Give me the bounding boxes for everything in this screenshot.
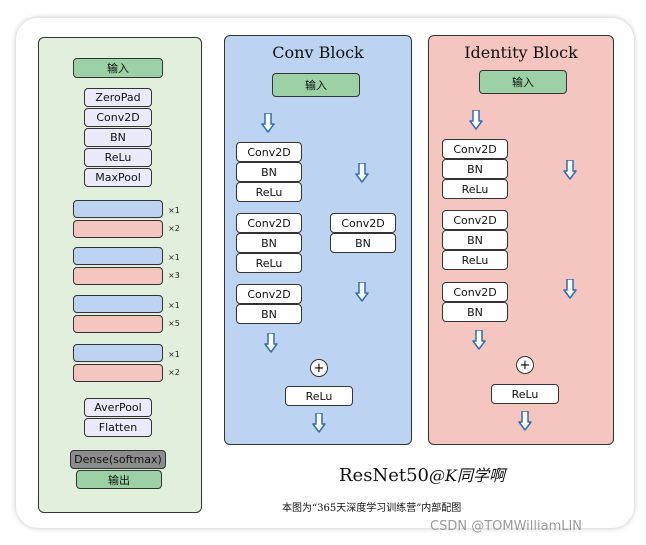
conv-shortcut-conv2d: Conv2D [330, 213, 396, 233]
caption-model-name: ResNet50 [339, 465, 429, 486]
stage4-identity-mult: ×2 [168, 368, 180, 377]
conv-g2-relu: ReLu [236, 253, 302, 273]
down-arrow-icon [355, 282, 369, 302]
caption-title: ResNet50@K同学啊 [339, 462, 505, 486]
id-g2-relu: ReLu [442, 250, 508, 270]
conv-g1-bn: BN [236, 162, 302, 182]
stage3-identity-block [73, 315, 163, 333]
stage4-conv-mult: ×1 [168, 350, 180, 359]
id-g1-conv2d: Conv2D [442, 139, 508, 159]
stage2-identity-block [73, 267, 163, 285]
left-output-box: 输出 [76, 470, 162, 489]
down-arrow-icon [563, 160, 577, 180]
id-g2-bn: BN [442, 230, 508, 250]
bn-box: BN [84, 128, 152, 147]
conv-g2-bn: BN [236, 233, 302, 253]
identity-block-input: 输入 [479, 70, 567, 94]
id-g3-conv2d: Conv2D [442, 282, 508, 302]
identity-block-title: Identity Block [464, 43, 578, 62]
stage1-identity-block [73, 220, 163, 238]
id-g3-bn: BN [442, 302, 508, 322]
conv-g3-conv2d: Conv2D [236, 284, 302, 304]
conv-block-input: 输入 [272, 73, 360, 97]
conv-g1-relu: ReLu [236, 182, 302, 202]
stage2-conv-block [73, 247, 163, 265]
stage1-conv-block [73, 200, 163, 218]
down-arrow-icon [261, 113, 275, 133]
maxpool-box: MaxPool [84, 168, 152, 187]
stage4-identity-block [73, 364, 163, 382]
relu-box: ReLu [84, 148, 152, 167]
down-arrow-icon [355, 163, 369, 183]
stage3-conv-mult: ×1 [168, 301, 180, 310]
conv-shortcut-bn: BN [330, 233, 396, 253]
stage2-conv-mult: ×1 [168, 253, 180, 262]
down-arrow-icon [469, 110, 483, 130]
flatten-box: Flatten [84, 418, 152, 437]
id-g1-bn: BN [442, 159, 508, 179]
watermark: CSDN @TOMWilliamLIN [430, 519, 583, 534]
caption-author: @K同学啊 [428, 466, 505, 485]
conv-add-node: + [310, 359, 328, 377]
down-arrow-icon [264, 333, 278, 353]
averpool-box: AverPool [84, 398, 152, 417]
stage1-conv-mult: ×1 [168, 206, 180, 215]
identity-output-relu: ReLu [491, 384, 559, 404]
stage3-identity-mult: ×5 [168, 319, 180, 328]
left-input-box: 输入 [73, 58, 163, 78]
stage4-conv-block [73, 344, 163, 362]
caption-note: 本图为“365天深度学习训练营”内部配图 [282, 503, 462, 514]
conv-block-title: Conv Block [272, 43, 364, 62]
conv2d-box: Conv2D [84, 108, 152, 127]
stage2-identity-mult: ×3 [168, 271, 180, 280]
id-g2-conv2d: Conv2D [442, 210, 508, 230]
conv-output-relu: ReLu [285, 386, 353, 406]
down-arrow-icon [472, 330, 486, 350]
stage3-conv-block [73, 295, 163, 313]
conv-g1-conv2d: Conv2D [236, 142, 302, 162]
down-arrow-icon [518, 411, 532, 431]
stage1-identity-mult: ×2 [168, 224, 180, 233]
zeropad-box: ZeroPad [84, 88, 152, 107]
down-arrow-icon [312, 413, 326, 433]
conv-g3-bn: BN [236, 304, 302, 324]
identity-add-node: + [516, 356, 534, 374]
dense-softmax-box: Dense(softmax) [70, 450, 166, 469]
id-g1-relu: ReLu [442, 179, 508, 199]
conv-g2-conv2d: Conv2D [236, 213, 302, 233]
down-arrow-icon [563, 279, 577, 299]
